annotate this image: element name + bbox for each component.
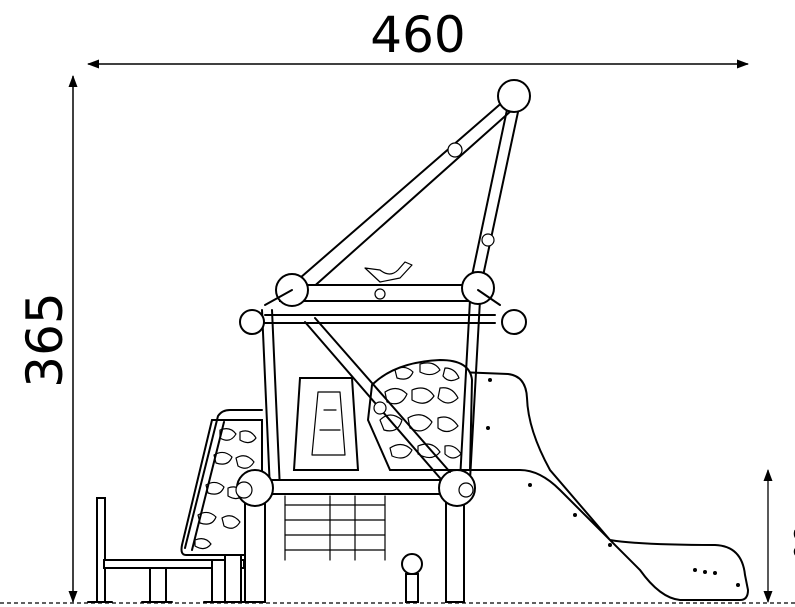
top-beam [239, 271, 527, 335]
frame-posts [244, 299, 481, 603]
stone-climbing-wall [366, 358, 474, 471]
small-post [401, 553, 423, 603]
width-label: 460 [370, 6, 465, 64]
ground-label: *90 [787, 514, 795, 560]
slide [456, 370, 750, 601]
climbing-panel [292, 377, 360, 471]
platform-beam [235, 469, 476, 507]
top-handle [364, 261, 413, 283]
width-dimension: 460 [87, 6, 749, 69]
rope-net [284, 495, 386, 561]
triangle-frame [299, 79, 531, 291]
height-dimension: 365 [16, 75, 78, 603]
height-label: 365 [16, 292, 74, 387]
diagonal-braces [304, 317, 451, 479]
ground-dimension: *90 [763, 469, 795, 603]
left-stone-wall [180, 409, 263, 556]
